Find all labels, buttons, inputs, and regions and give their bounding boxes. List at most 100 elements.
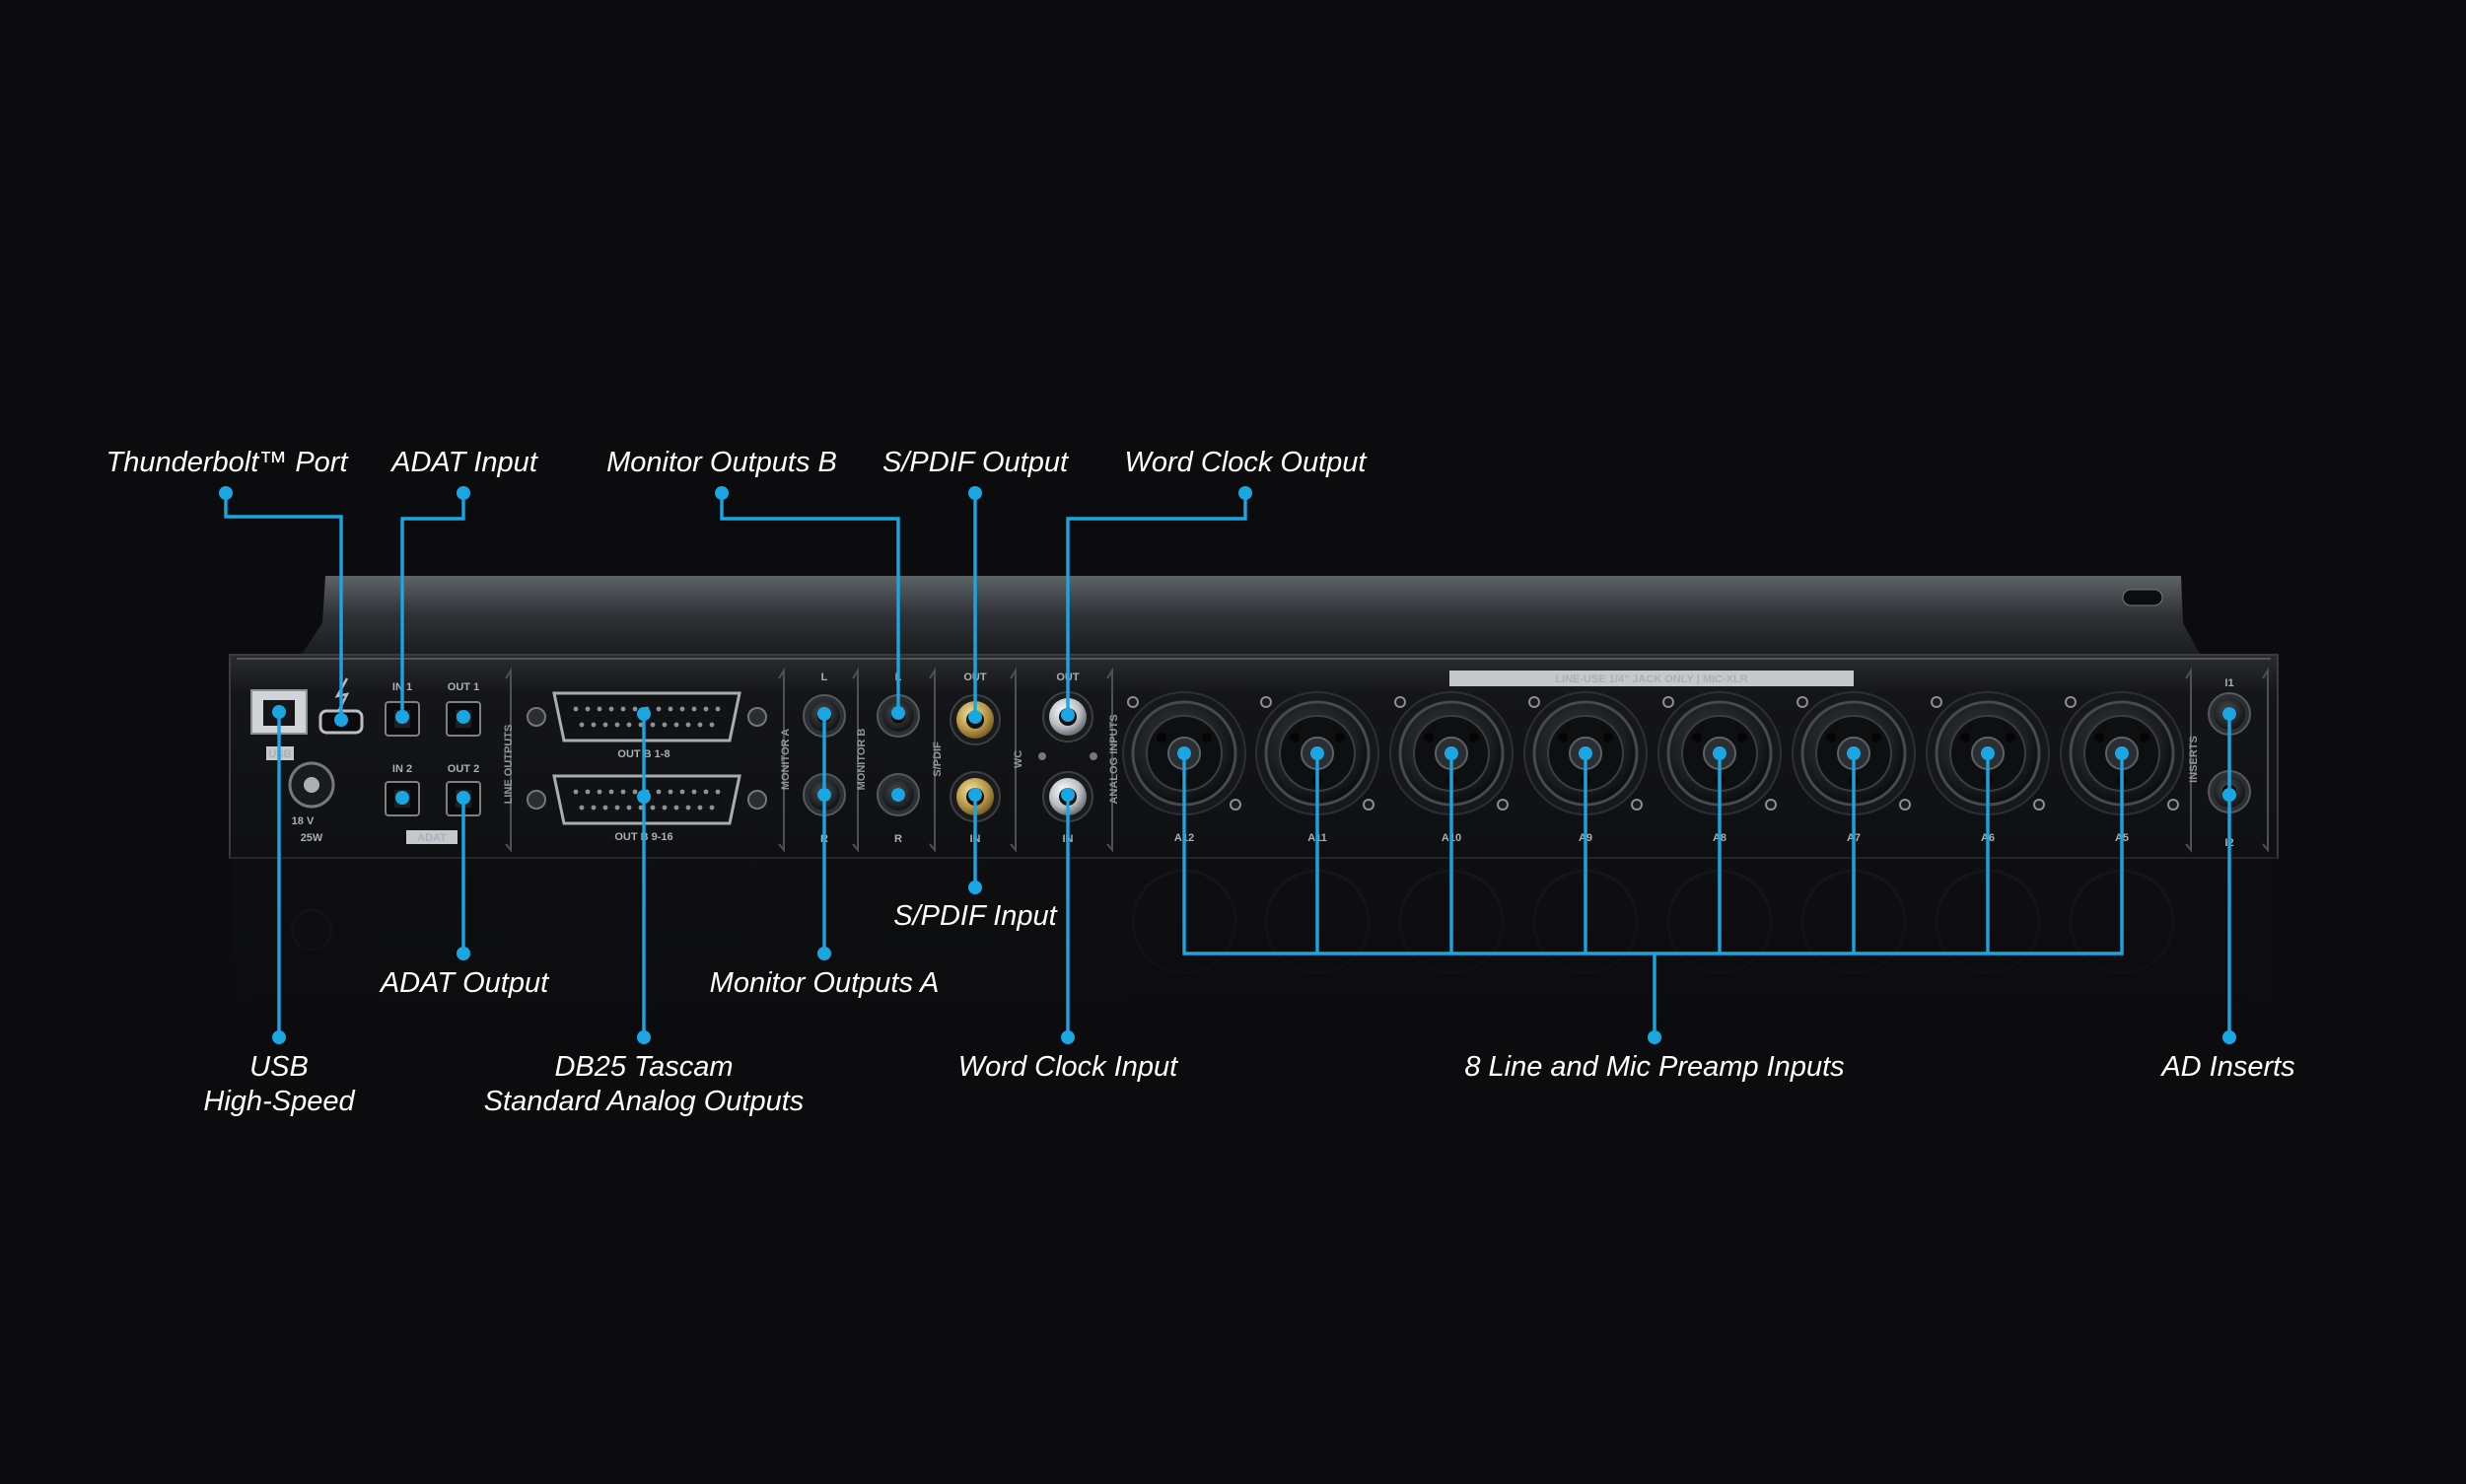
combo-input-A6-pin [1960,733,1970,742]
db25-connector-b-pin [579,805,585,811]
db25-connector-a-screw-left [527,707,546,727]
callout-dot [2222,1030,2236,1044]
callout-dot [1061,1030,1075,1044]
divider-spdif [929,667,936,853]
db25-connector-a-pin [573,706,579,712]
label-adat-output: ADAT Output [380,967,549,999]
divider-inserts [2185,667,2192,853]
combo-input-A11-screw [1363,799,1374,811]
callout-dot [1061,788,1075,802]
db25-connector-a-pin [614,722,620,728]
db25-connector-b-pin [597,789,602,795]
combo-input-A12-pin [1202,733,1212,742]
combo-input-A9-pin [1558,733,1568,742]
combo-input-A7-screw [1797,696,1808,708]
callout-dot [457,486,470,500]
callout-dot [395,791,409,805]
combo-input-A6-pin [2006,733,2015,742]
callout-dot [968,486,982,500]
callout-dot [2222,707,2236,721]
callout-dot [395,710,409,724]
wc-screw [1038,752,1046,760]
label-usb: USB High-Speed [203,1050,354,1119]
analog-inputs-vertical-text: ANALOG INPUTS [1108,714,1120,804]
wc-screw [1090,752,1097,760]
combo-input-A6-screw [2033,799,2045,811]
callout-dot [637,707,651,721]
monitor-a-l-text: L [821,671,828,683]
db25-connector-b-pin [709,805,715,811]
db25-connector-a-pin [673,722,679,728]
callout-dot [1648,1030,1661,1044]
db25-connector-a-pin [691,706,697,712]
db25-connector-a-pin [715,706,721,712]
power-pin [304,777,319,793]
combo-input-A7-pin [1826,733,1836,742]
combo-input-A9-pin [1603,733,1613,742]
combo-input-A12-screw [1230,799,1241,811]
callout-dot [637,790,651,804]
callout-dot [1061,708,1075,722]
divider-monitor-a [778,667,785,853]
db25-connector-a-pin [608,706,614,712]
combo-input-A11-pin [1335,733,1345,742]
callout-dot [457,947,470,960]
db25-connector-a-pin [697,722,703,728]
callout-dot [2222,788,2236,802]
callout-dot [272,1030,286,1044]
label-adat-input: ADAT Input [391,447,537,478]
combo-input-A10-pin [1469,733,1479,742]
combo-input-A12-pin [1157,733,1166,742]
callout-dot [715,486,729,500]
db25-connector-b-pin [697,805,703,811]
db25-connector-a-screw-right [747,707,767,727]
combo-input-A5-screw [2167,799,2179,811]
combo-input-A11-pin [1290,733,1300,742]
db25-connector-a-pin [638,722,644,728]
combo-input-A9-screw [1631,799,1643,811]
callout-dot [968,710,982,724]
db25-connector-b-pin [602,805,608,811]
label-monitor-outputs-b: Monitor Outputs B [606,447,837,478]
db25-connector-b-screw-right [747,790,767,810]
combo-input-A5-pin [2140,733,2149,742]
combo-input-A11-screw [1260,696,1272,708]
label-ad-inserts: AD Inserts [2161,1051,2295,1083]
combo-input-A6-screw [1931,696,1942,708]
db25-connector-b-pin [608,789,614,795]
adat-out2-text: OUT 2 [448,763,479,775]
db25-connector-a-pin [620,706,626,712]
db25-connector-a-pin [656,706,662,712]
combo-input-A8-screw [1765,799,1777,811]
db25-connector-b-pin [632,789,638,795]
db25-connector-a-pin [585,706,591,712]
db25-connector-a-pin [597,706,602,712]
combo-note-badge [1449,671,1854,686]
label-db25: DB25 Tascam Standard Analog Outputs [484,1050,805,1119]
power-watt-text: 25W [301,832,323,844]
db25-connector-b-screw-left [527,790,546,810]
label-spdif-input: S/PDIF Input [893,900,1057,932]
db25-connector-b-pin [673,805,679,811]
monitor-a-vertical-text: MONITOR A [780,729,792,790]
spdif-vertical-text: S/PDIF [932,742,944,777]
chassis-lid [301,576,2201,656]
combo-note-text: LINE-USE 1/4" JACK ONLY | MIC-XLR [1555,673,1747,685]
db25-connector-a-pin [679,706,685,712]
callout-dot [968,881,982,894]
label-monitor-outputs-a: Monitor Outputs A [709,967,940,999]
db25-connector-b-pin [715,789,721,795]
combo-input-A5-pin [2094,733,2104,742]
label-spdif-output: S/PDIF Output [881,447,1069,478]
divider-analog-inputs [1106,667,1113,853]
combo-input-A8-pin [1692,733,1702,742]
callout-dot [1238,486,1252,500]
db25-connector-b-pin [656,789,662,795]
combo-input-A10-screw [1497,799,1509,811]
db25-connector-a-pin [650,722,656,728]
label-word-clock-input: Word Clock Input [957,1051,1178,1083]
label-db25-line2: Standard Analog Outputs [483,1086,805,1117]
callout-dot [1579,746,1592,760]
label-thunderbolt-port: Thunderbolt™ Port [106,447,348,478]
